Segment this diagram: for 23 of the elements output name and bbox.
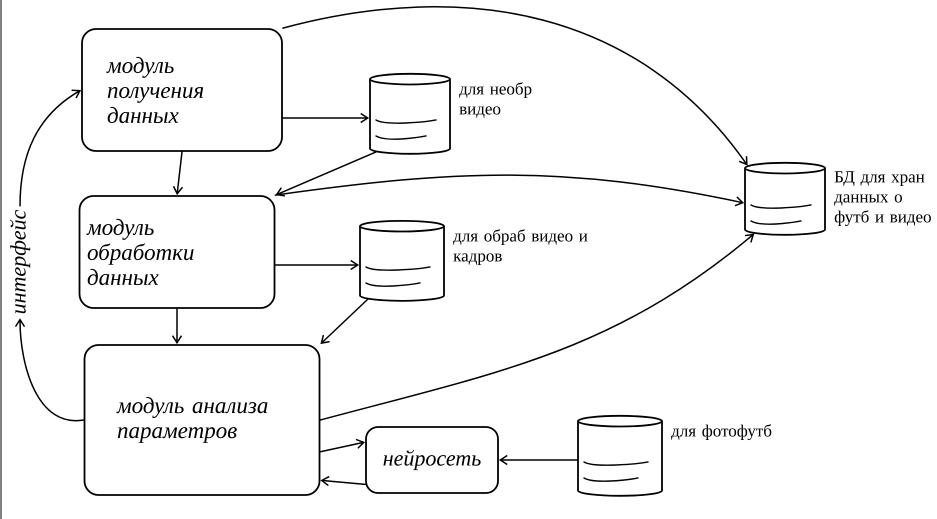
arrow: [282, 6, 748, 166]
cylinder-label: для фотофутб: [671, 424, 772, 440]
arrow: [172, 308, 182, 344]
arrow: [274, 260, 360, 270]
arrow: [14, 318, 84, 422]
process-box: нейросеть: [365, 426, 499, 494]
arrow: [320, 438, 366, 452]
arrow: [275, 151, 377, 197]
module-box: модуль получения данных: [81, 28, 283, 152]
arrow: [19, 90, 82, 206]
cylinder-label: для необр видео: [459, 82, 532, 118]
arrow: [282, 112, 370, 124]
cylinder-label: БД для хран данных о футб и видео: [834, 171, 931, 226]
arrow: [498, 454, 578, 466]
interface-label: интерфейс: [10, 210, 30, 314]
arrow: [320, 298, 368, 344]
arrow: [172, 151, 184, 196]
module-box: модуль анализа параметров: [84, 344, 320, 496]
arrow: [320, 476, 366, 486]
module-box: модуль обработки данных: [78, 195, 276, 309]
cylinder-label: для обраб видео и кадров: [453, 229, 588, 266]
arrow: [274, 174, 744, 206]
arrow: [320, 234, 754, 421]
